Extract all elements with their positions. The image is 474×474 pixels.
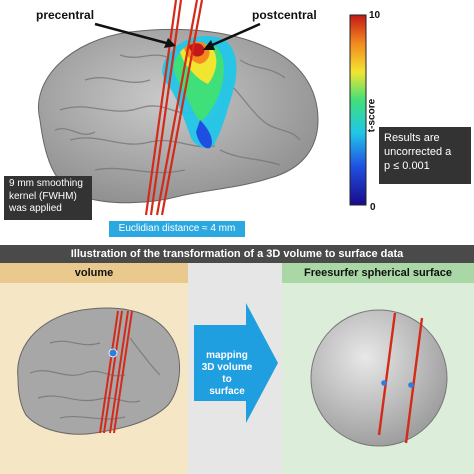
- postcentral-pointer-arrow: [203, 22, 261, 50]
- colorbar-title: t-score: [366, 98, 378, 133]
- euclidian-distance-note: Euclidian distance ≈ 4 mm: [109, 221, 245, 237]
- postcentral-label: postcentral: [252, 8, 317, 22]
- precentral-label: precentral: [36, 8, 95, 22]
- volume-electrode-lines: [99, 310, 133, 434]
- sphere-marker-right: [408, 382, 414, 388]
- volume-header: volume: [0, 263, 188, 283]
- illustration-title: Illustration of the transformation of a …: [0, 245, 474, 263]
- brain-sulci: [54, 54, 301, 174]
- volume-brain-surface: [17, 307, 181, 435]
- results-note: Results are uncorrected a p ≤ 0.001: [379, 127, 471, 184]
- colorbar: [349, 14, 367, 206]
- mapping-arrow-figure: [194, 303, 278, 423]
- electrode-lines: [144, 0, 204, 216]
- sphere-marker-left: [381, 380, 387, 386]
- surface-header: Freesurfer spherical surface: [282, 263, 474, 283]
- volume-target-marker: [108, 348, 118, 358]
- brain-lateral-surface: [38, 28, 319, 204]
- sphere-electrode-lines: [377, 312, 424, 444]
- spherical-surface: [310, 309, 448, 447]
- smoothing-kernel-note: 9 mm smoothing kernel (FWHM) was applied: [4, 176, 92, 220]
- precentral-pointer-arrow: [94, 22, 176, 48]
- mapping-arrow: [194, 303, 278, 423]
- mapping-arrow-label: mapping 3D volume to surface: [201, 350, 253, 397]
- colorbar-max-label: 10: [369, 10, 381, 21]
- volume-brain-figure: [17, 307, 181, 435]
- colorbar-min-label: 0: [370, 202, 376, 213]
- brain-activation-figure: [38, 0, 367, 216]
- sphere-figure: [310, 309, 448, 447]
